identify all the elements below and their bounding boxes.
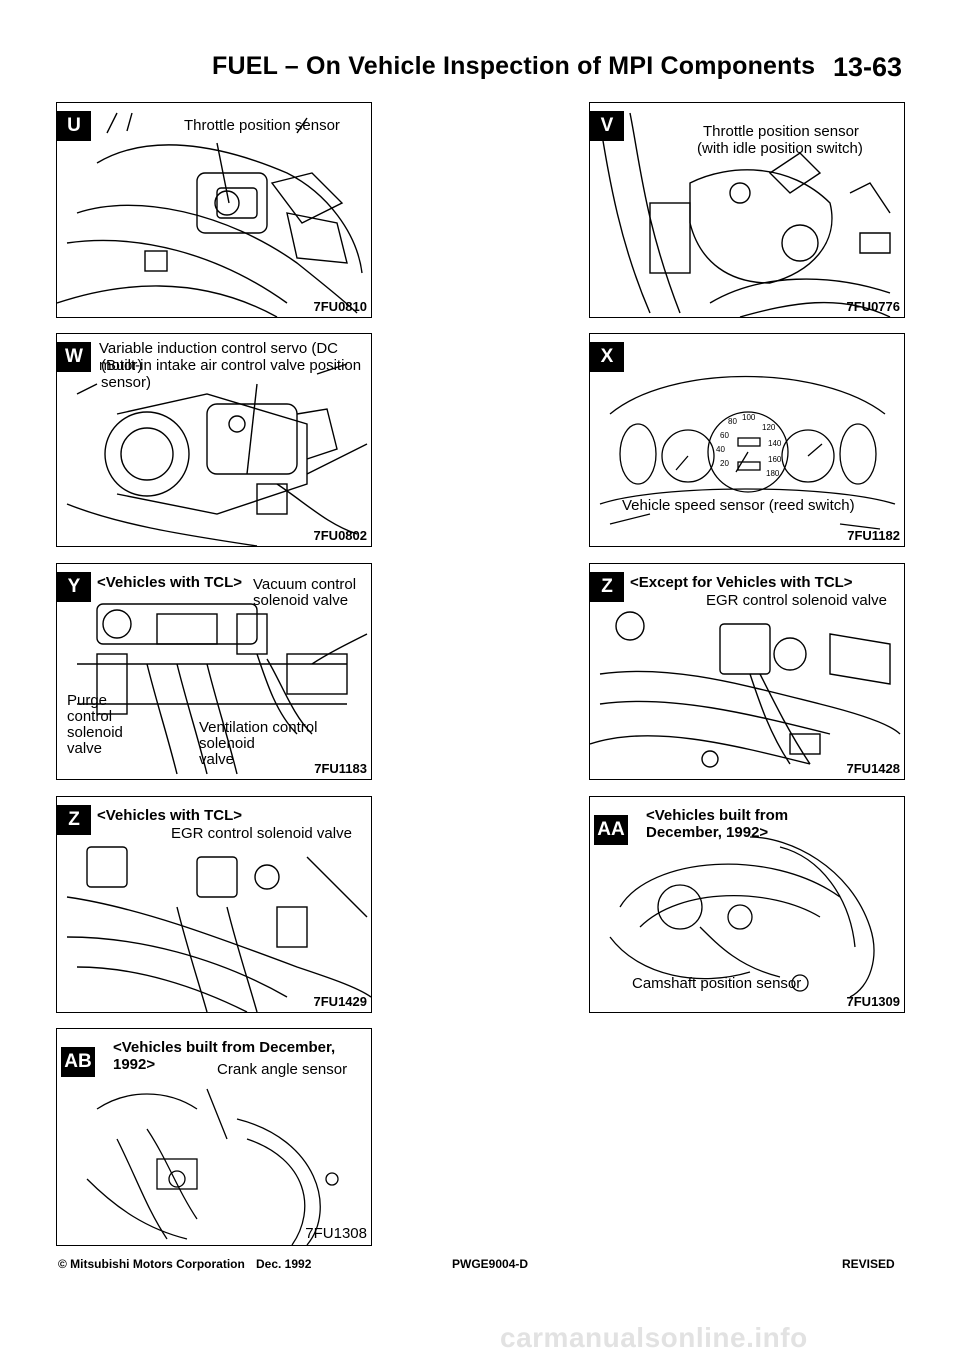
crank-angle-sensor-label: Crank angle sensor	[217, 1061, 348, 1078]
svg-text:40: 40	[716, 445, 725, 454]
figure-w: W Variable induction control servo (DC m…	[56, 333, 372, 547]
figure-x-illustration: 80 100 60 120 40 140 20 160 180	[599, 375, 896, 530]
svg-text:120: 120	[762, 423, 776, 432]
except-tcl-heading: <Except for Vehicles with TCL>	[630, 574, 853, 591]
figure-u: U Throttle position sensor 7FU0810	[56, 102, 372, 318]
throttle-position-sensor-label: Throttle position sensor	[184, 117, 340, 134]
figure-code: 7FU1309	[846, 994, 900, 1009]
svg-text:140: 140	[768, 439, 782, 448]
watermark: carmanualsonline.info	[500, 1322, 808, 1353]
figure-z-except-tcl: Z <Except for Vehicles with TCL> EGR con…	[589, 563, 905, 780]
figure-code: 7FU1182	[847, 528, 900, 543]
figure-badge-u: U	[57, 111, 91, 141]
page-number: 13-63	[832, 52, 902, 82]
solenoid-valve-label: solenoid valve	[253, 592, 349, 609]
ventilation-solenoid-label: solenoid	[199, 735, 255, 752]
vehicles-built-heading-date: 1992>	[113, 1056, 156, 1073]
ventilation-control-label: Ventilation control	[199, 719, 318, 736]
figure-code: 7FU0810	[313, 299, 367, 314]
figure-aa: AA <Vehicles built from December, 1992> …	[589, 796, 905, 1013]
vehicle-speed-sensor-label: Vehicle speed sensor (reed switch)	[622, 497, 855, 514]
figure-badge-w: W	[57, 342, 91, 372]
figure-ab: AB <Vehicles built from December, 1992> …	[56, 1028, 372, 1246]
vehicles-built-heading-date: December, 1992>	[646, 824, 769, 841]
vacuum-control-label: Vacuum control	[253, 576, 357, 593]
figure-x: 80 100 60 120 40 140 20 160 180 X Vehicle sp…	[589, 333, 905, 547]
copyright-text: © Mitsubishi Motors Corporation	[58, 1257, 245, 1271]
purge-solenoid-label: solenoid	[67, 724, 123, 741]
svg-text:100: 100	[742, 413, 756, 422]
svg-text:60: 60	[720, 431, 729, 440]
svg-text:80: 80	[728, 417, 737, 426]
sensor-label: sensor)	[101, 374, 152, 391]
idle-position-switch-label: (with idle position switch)	[697, 140, 863, 157]
egr-control-solenoid-label: EGR control solenoid valve	[171, 825, 352, 842]
svg-text:180: 180	[766, 469, 780, 478]
camshaft-position-sensor-label: Camshaft position sensor	[632, 975, 802, 992]
figure-y-illustration	[77, 603, 368, 775]
figure-code: 7FU1308	[305, 1225, 367, 1242]
figure-code: 7FU0802	[313, 528, 367, 543]
figure-badge-y: Y	[57, 572, 91, 602]
ventilation-valve-label: valve	[199, 751, 235, 768]
intake-air-valve-label: (Built-in intake air control valve posit…	[101, 357, 362, 374]
figure-badge-z: Z	[57, 805, 91, 835]
figure-aa-illustration	[609, 836, 875, 998]
figure-z-with-tcl-illustration	[66, 846, 371, 1012]
purge-control-label: control	[67, 708, 113, 725]
svg-text:160: 160	[768, 455, 782, 464]
vehicles-with-tcl-heading: <Vehicles with TCL>	[97, 807, 243, 824]
purge-valve-label: valve	[67, 740, 103, 757]
figure-code: 7FU0776	[846, 299, 900, 314]
figure-w-illustration	[66, 363, 368, 546]
document-code: PWGE9004-D	[452, 1257, 529, 1271]
throttle-position-sensor-label: Throttle position sensor	[703, 123, 859, 140]
figure-code: 7FU1428	[846, 761, 900, 776]
figure-v: V Throttle position sensor (with idle po…	[589, 102, 905, 318]
figure-ab-illustration	[86, 1088, 339, 1245]
figure-u-illustration	[57, 112, 363, 317]
egr-control-solenoid-label: EGR control solenoid valve	[706, 592, 887, 609]
footer-date: Dec. 1992	[256, 1257, 312, 1271]
svg-text:20: 20	[720, 459, 729, 468]
figure-badge-v: V	[590, 111, 624, 141]
figure-v-illustration	[599, 112, 891, 317]
page-header: FUEL – On Vehicle Inspection of MPI Comp…	[0, 52, 960, 92]
vehicles-built-heading: <Vehicles built from December,	[113, 1039, 336, 1056]
figure-z-with-tcl: Z <Vehicles with TCL> EGR control soleno…	[56, 796, 372, 1013]
figure-z-except-tcl-illustration	[590, 611, 901, 768]
figure-badge-ab: AB	[61, 1047, 95, 1077]
vehicles-with-tcl-heading: <Vehicles with TCL>	[97, 574, 243, 591]
vehicles-built-heading: <Vehicles built from	[646, 807, 789, 824]
revised-label: REVISED	[842, 1257, 895, 1271]
purge-label: Purge	[67, 692, 108, 709]
variable-induction-servo-label: Variable induction control servo (DC mot…	[99, 340, 338, 374]
figure-y: Y <Vehicles with TCL> Vacuum control sol…	[56, 563, 372, 780]
page-title: FUEL – On Vehicle Inspection of MPI Comp…	[212, 52, 816, 80]
figure-badge-x: X	[590, 342, 624, 372]
figure-badge-z: Z	[590, 572, 624, 602]
figure-code: 7FU1429	[313, 994, 367, 1009]
figure-badge-aa: AA	[594, 815, 628, 845]
figure-code: 7FU1183	[314, 761, 367, 776]
